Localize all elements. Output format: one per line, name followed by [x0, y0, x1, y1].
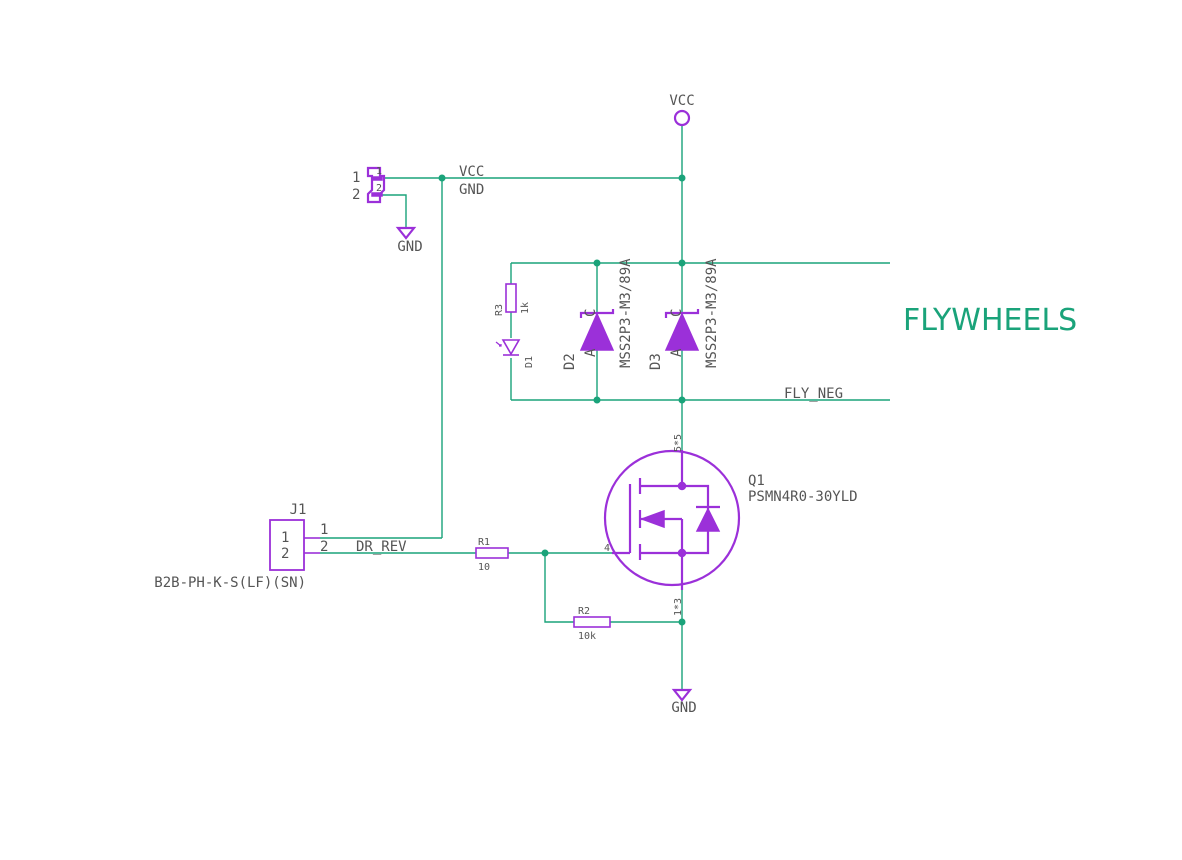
q1-value: PSMN4R0-30YLD	[748, 489, 858, 505]
gnd-bottom-label: GND	[671, 700, 696, 716]
connector-body-icon	[366, 166, 386, 204]
led-d1-icon	[501, 339, 521, 356]
q1-mosfet: Q1 PSMN4R0-30YLD 5*5 1*3 4	[603, 434, 858, 616]
connector-pin1-label: 1	[352, 170, 360, 186]
connector-j1-icon	[269, 519, 305, 571]
net-label-fly-neg: FLY_NEG	[784, 386, 843, 402]
mosfet-arrow-icon	[639, 509, 665, 529]
j1-connector: J1 1 2 1 2 B2B-PH-K-S(LF)(SN)	[154, 502, 328, 591]
connector-pin2-icon	[371, 192, 383, 197]
diode-d2-cathode-icon	[579, 309, 615, 318]
d2-diode: D2 A C MSS2P3-M3/89A	[562, 258, 634, 370]
net-label-gnd: GND	[459, 182, 484, 198]
junction	[678, 259, 686, 267]
junction	[593, 259, 601, 267]
connector-pin1-icon	[371, 176, 383, 181]
small-connector: 1 2 1 2	[352, 166, 386, 204]
j1-inner2: 2	[281, 546, 289, 562]
vcc-top-label: VCC	[669, 93, 694, 109]
connector-inner1-label: 1	[376, 166, 382, 177]
d2-pin-a: A	[583, 348, 599, 357]
q1-pin-gate: 4	[604, 543, 610, 554]
d2-pin-c: C	[583, 309, 599, 317]
resistor-r2-icon	[573, 616, 611, 628]
r2-resistor: R2 10k	[573, 606, 611, 642]
led-light-icon	[495, 341, 502, 347]
mosfet-q1-circle-icon	[603, 449, 741, 587]
j1-ref: J1	[290, 502, 307, 518]
d2-value: MSS2P3-M3/89A	[618, 258, 634, 368]
junction	[593, 396, 601, 404]
resistor-r3-icon	[505, 283, 517, 313]
mosfet-drain-dot-icon	[677, 481, 687, 491]
junction	[678, 396, 686, 404]
q1-pin-drain: 5*5	[673, 434, 684, 452]
vcc-circle-icon	[673, 109, 691, 127]
net-label-dr-rev: DR_REV	[356, 539, 407, 555]
j1-value: B2B-PH-K-S(LF)(SN)	[154, 575, 306, 591]
q1-pin-source: 1*3	[673, 598, 684, 616]
gnd-symbol-bottom: GND	[671, 688, 697, 716]
r2-ref: R2	[578, 606, 590, 617]
diode-d2-icon	[579, 312, 615, 351]
junction	[541, 549, 549, 557]
mosfet-source-dot-icon	[677, 548, 687, 558]
junction	[678, 618, 686, 626]
j1-pin2: 2	[320, 539, 328, 555]
ground-icon	[395, 226, 417, 240]
d1-led: D1	[495, 339, 535, 368]
r2-value: 10k	[578, 631, 596, 642]
d3-ref: D3	[648, 353, 664, 370]
r1-value: 10	[478, 562, 490, 573]
d1-ref: D1	[524, 356, 535, 368]
resistor-r1-icon	[475, 547, 509, 559]
q1-ref: Q1	[748, 473, 765, 489]
gnd-symbol-left: GND	[395, 226, 423, 255]
d2-ref: D2	[562, 353, 578, 370]
mosfet-body-diode-icon	[695, 507, 721, 532]
junctions	[438, 174, 686, 626]
net-label-vcc: VCC	[459, 164, 484, 180]
diode-d3-cathode-icon	[664, 309, 700, 318]
d3-value: MSS2P3-M3/89A	[704, 258, 720, 368]
d3-diode: D3 A C MSS2P3-M3/89A	[648, 258, 720, 370]
r3-resistor: R3 1k	[494, 283, 531, 316]
d3-pin-a: A	[669, 348, 685, 357]
connector-pin2-label: 2	[352, 187, 360, 203]
vcc-symbol: VCC	[669, 93, 695, 127]
r1-ref: R1	[478, 537, 490, 548]
r1-resistor: R1 10	[475, 537, 509, 573]
page-title: FLYWHEELS	[903, 303, 1077, 338]
wires	[320, 126, 890, 690]
diode-d3-icon	[664, 312, 700, 351]
d3-pin-c: C	[669, 309, 685, 317]
j1-inner1: 1	[281, 530, 289, 546]
connector-inner2-label: 2	[376, 183, 382, 194]
junction	[438, 174, 446, 182]
junction	[678, 174, 686, 182]
r3-ref: R3	[494, 304, 505, 316]
gnd-left-label: GND	[397, 239, 422, 255]
r3-value: 1k	[520, 302, 531, 314]
ground-icon	[671, 688, 693, 702]
wire-r2-left	[544, 553, 574, 623]
j1-pin1: 1	[320, 522, 328, 538]
wire-conn-gnd	[380, 194, 407, 228]
